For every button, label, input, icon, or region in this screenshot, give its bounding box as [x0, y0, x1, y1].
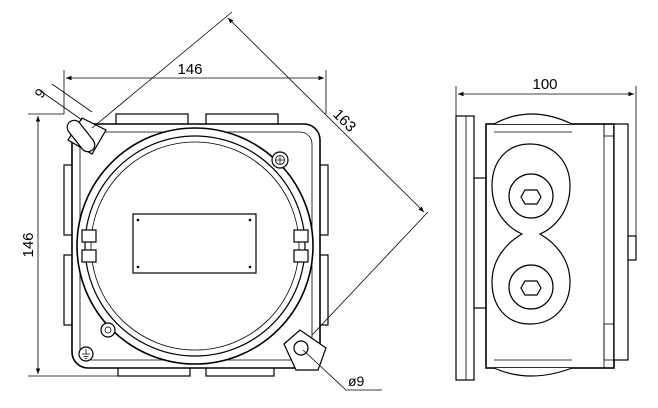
side-cover-tab-top — [603, 123, 615, 137]
hex-plug-upper — [520, 189, 542, 205]
diagonal-extension-lower — [311, 211, 429, 336]
side-dimensions: 100 — [455, 76, 637, 236]
lug-offset-line-1 — [41, 91, 83, 121]
mount-hole-label: ø9 — [348, 373, 365, 389]
side-flange — [455, 115, 475, 381]
diagonal-extension-upper — [91, 11, 233, 129]
side-flange-lug — [473, 177, 487, 309]
side-view — [455, 113, 637, 381]
earth-icon-lines — [82, 349, 90, 359]
side-cover-tab-bottom — [603, 323, 615, 361]
clip-right-lower — [293, 249, 309, 263]
diagonal-dimension-line — [227, 17, 425, 213]
side-cover — [613, 123, 629, 361]
side-depth-label: 100 — [532, 76, 557, 93]
upper-lug-slot — [66, 119, 96, 153]
mounting-lug — [283, 329, 327, 371]
clip-right-upper — [293, 229, 309, 243]
nameplate-screw — [248, 218, 252, 222]
clip-left-lower — [81, 249, 97, 263]
cover-ring-3 — [90, 141, 300, 351]
front-width-label: 146 — [177, 61, 202, 78]
mount-hole — [293, 340, 309, 356]
front-height-label: 146 — [20, 232, 37, 257]
lug-offset-label: 9 — [31, 85, 49, 101]
nameplate — [132, 213, 257, 274]
nameplate-screw — [136, 218, 140, 222]
cover-screw-bottom-inner — [104, 326, 112, 334]
lug-offset-line-2 — [51, 83, 93, 113]
cover-screw-bottom — [100, 322, 116, 338]
nameplate-screw — [248, 265, 252, 269]
nameplate-screw — [136, 265, 140, 269]
side-cover-knob — [627, 235, 637, 261]
clip-left-upper — [81, 229, 97, 243]
side-top-hub — [493, 113, 573, 125]
side-bottom-hub — [493, 367, 573, 377]
diagonal-label: 163 — [329, 106, 359, 136]
hex-plug-lower — [520, 280, 542, 296]
cover-ring-2 — [84, 135, 306, 357]
mount-hole-leader — [302, 349, 347, 391]
front-view — [63, 113, 329, 377]
